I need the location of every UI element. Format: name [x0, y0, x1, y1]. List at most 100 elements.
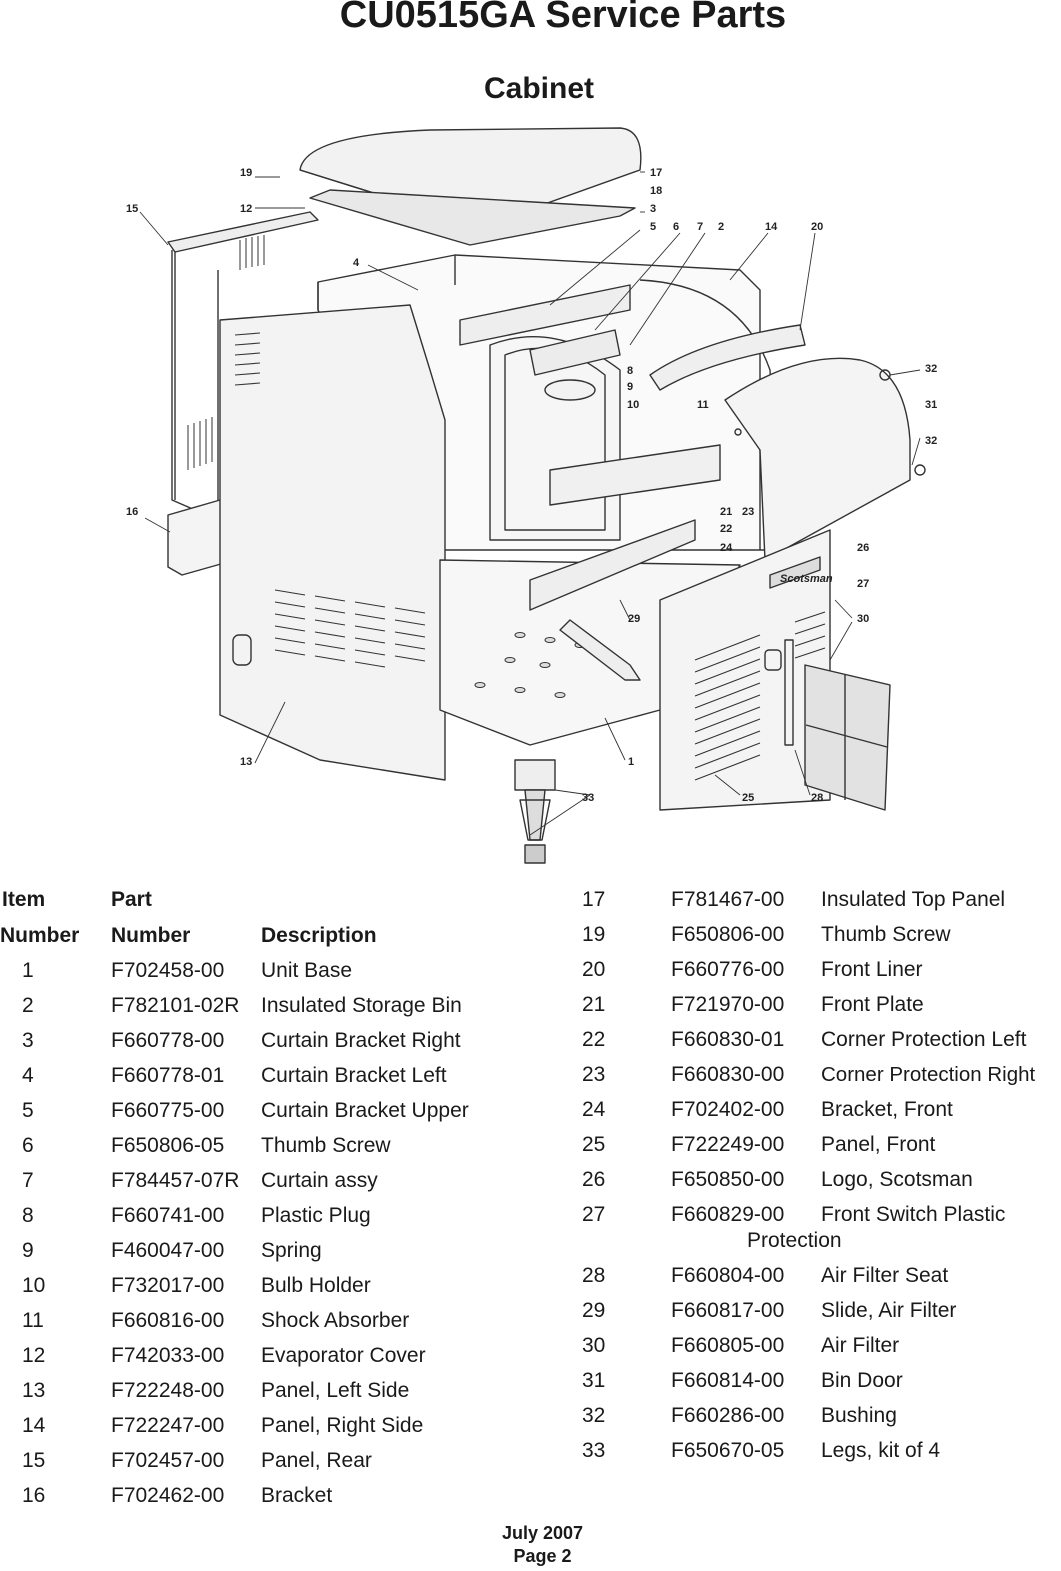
callout-2: 2 [718, 221, 724, 233]
front-panel-drawing [659, 529, 831, 811]
item-number: 4 [22, 1064, 34, 1087]
item-number: 16 [22, 1484, 46, 1507]
part-number: F722249-00 [671, 1133, 785, 1156]
item-number: 2 [22, 994, 34, 1017]
callout-25: 25 [742, 792, 754, 804]
part-description: Shock Absorber [261, 1309, 410, 1332]
item-number: 8 [22, 1204, 34, 1227]
part-description: Logo, Scotsman [821, 1168, 973, 1191]
header-item-line2: Number [0, 924, 80, 947]
bushing-bottom-drawing [914, 464, 926, 476]
scotsman-logo-text: Scotsman [780, 573, 833, 585]
part-number: F660814-00 [671, 1369, 785, 1392]
item-number: 30 [582, 1334, 606, 1357]
callout-labels: 19 12 15 4 17 18 3 5 6 7 2 14 20 8 9 10 … [126, 167, 937, 804]
header-description: Description [261, 924, 377, 947]
part-description: Front Switch Plastic [821, 1203, 1006, 1226]
part-description: Air Filter [821, 1334, 900, 1357]
callout-33: 33 [582, 792, 594, 804]
part-description: Insulated Storage Bin [261, 994, 462, 1017]
item-number: 15 [22, 1449, 46, 1472]
item-number: 22 [582, 1028, 606, 1051]
callout-7: 7 [697, 221, 703, 233]
part-number: F650850-00 [671, 1168, 785, 1191]
item-number: 32 [582, 1404, 606, 1427]
item-number: 10 [22, 1274, 46, 1297]
callout-18: 18 [650, 185, 662, 197]
part-number: F660817-00 [671, 1299, 785, 1322]
front-plate-drawing [549, 444, 721, 506]
callout-24: 24 [720, 542, 733, 554]
part-description: Plastic Plug [261, 1204, 371, 1227]
part-number: F660778-01 [111, 1064, 225, 1087]
part-number: F722248-00 [111, 1379, 225, 1402]
part-number: F702462-00 [111, 1484, 225, 1507]
part-number: F650806-05 [111, 1134, 225, 1157]
part-description: Panel, Right Side [261, 1414, 424, 1437]
callout-16: 16 [126, 506, 138, 518]
item-number: 19 [582, 923, 606, 946]
part-number: F702458-00 [111, 959, 225, 982]
item-number: 31 [582, 1369, 606, 1392]
part-description: Bracket, Front [821, 1098, 953, 1121]
part-description: Bulb Holder [261, 1274, 371, 1297]
callout-12: 12 [240, 203, 252, 215]
item-number: 5 [22, 1099, 34, 1122]
air-filter-drawing [804, 664, 891, 811]
front-bracket-drawing [529, 519, 696, 611]
callout-22: 22 [720, 523, 732, 535]
shock-absorber-drawing [649, 324, 806, 391]
part-description: Front Liner [821, 958, 923, 981]
callout-31: 31 [925, 399, 937, 411]
part-description: Curtain Bracket Right [261, 1029, 461, 1052]
part-number: F732017-00 [111, 1274, 225, 1297]
part-description: Front Plate [821, 993, 924, 1016]
part-number: F784457-07R [111, 1169, 240, 1192]
footer-page-number: Page 2 [513, 1546, 572, 1566]
left-side-panel-drawing [219, 304, 446, 781]
part-description: Corner Protection Right [821, 1063, 1036, 1086]
part-description: Curtain Bracket Left [261, 1064, 447, 1087]
part-description-continued: Protection [747, 1229, 842, 1252]
callout-4: 4 [353, 257, 360, 269]
part-description: Unit Base [261, 959, 353, 982]
part-description: Thumb Screw [821, 923, 951, 946]
curtain-drawing [529, 329, 621, 376]
part-number: F660776-00 [671, 958, 785, 981]
callout-11: 11 [697, 399, 709, 411]
part-number: F660286-00 [671, 1404, 785, 1427]
part-description: Bushing [821, 1404, 897, 1427]
part-number: F721970-00 [671, 993, 785, 1016]
callout-17: 17 [650, 167, 662, 179]
item-number: 28 [582, 1264, 606, 1287]
callout-15: 15 [126, 203, 138, 215]
part-number: F660830-01 [671, 1028, 785, 1051]
callout-19: 19 [240, 167, 252, 179]
part-description: Panel, Front [821, 1133, 936, 1156]
part-description: Insulated Top Panel [821, 888, 1006, 911]
evaporator-cover-drawing [309, 189, 636, 246]
callout-1: 1 [628, 756, 634, 768]
part-description: Corner Protection Left [821, 1028, 1027, 1051]
callout-27: 27 [857, 578, 869, 590]
part-number: F660816-00 [111, 1309, 225, 1332]
callout-3: 3 [650, 203, 656, 215]
callout-8: 8 [627, 365, 633, 377]
item-number: 13 [22, 1379, 46, 1402]
item-number: 1 [22, 959, 34, 982]
item-number: 11 [22, 1309, 44, 1332]
section-heading: Cabinet [483, 72, 594, 105]
callout-6: 6 [673, 221, 679, 233]
bin-door-drawing [724, 357, 911, 561]
part-number: F660778-00 [111, 1029, 225, 1052]
page-title: CU0515GA Service Parts [339, 0, 787, 36]
item-number: 33 [582, 1439, 606, 1462]
part-number: F650670-05 [671, 1439, 785, 1462]
part-description: Legs, kit of 4 [821, 1439, 941, 1462]
part-number: F660741-00 [111, 1204, 225, 1227]
header-part-line2: Number [111, 924, 191, 947]
item-number: 26 [582, 1168, 606, 1191]
item-number: 6 [22, 1134, 34, 1157]
part-number: F782101-02R [111, 994, 240, 1017]
callout-13: 13 [240, 756, 252, 768]
